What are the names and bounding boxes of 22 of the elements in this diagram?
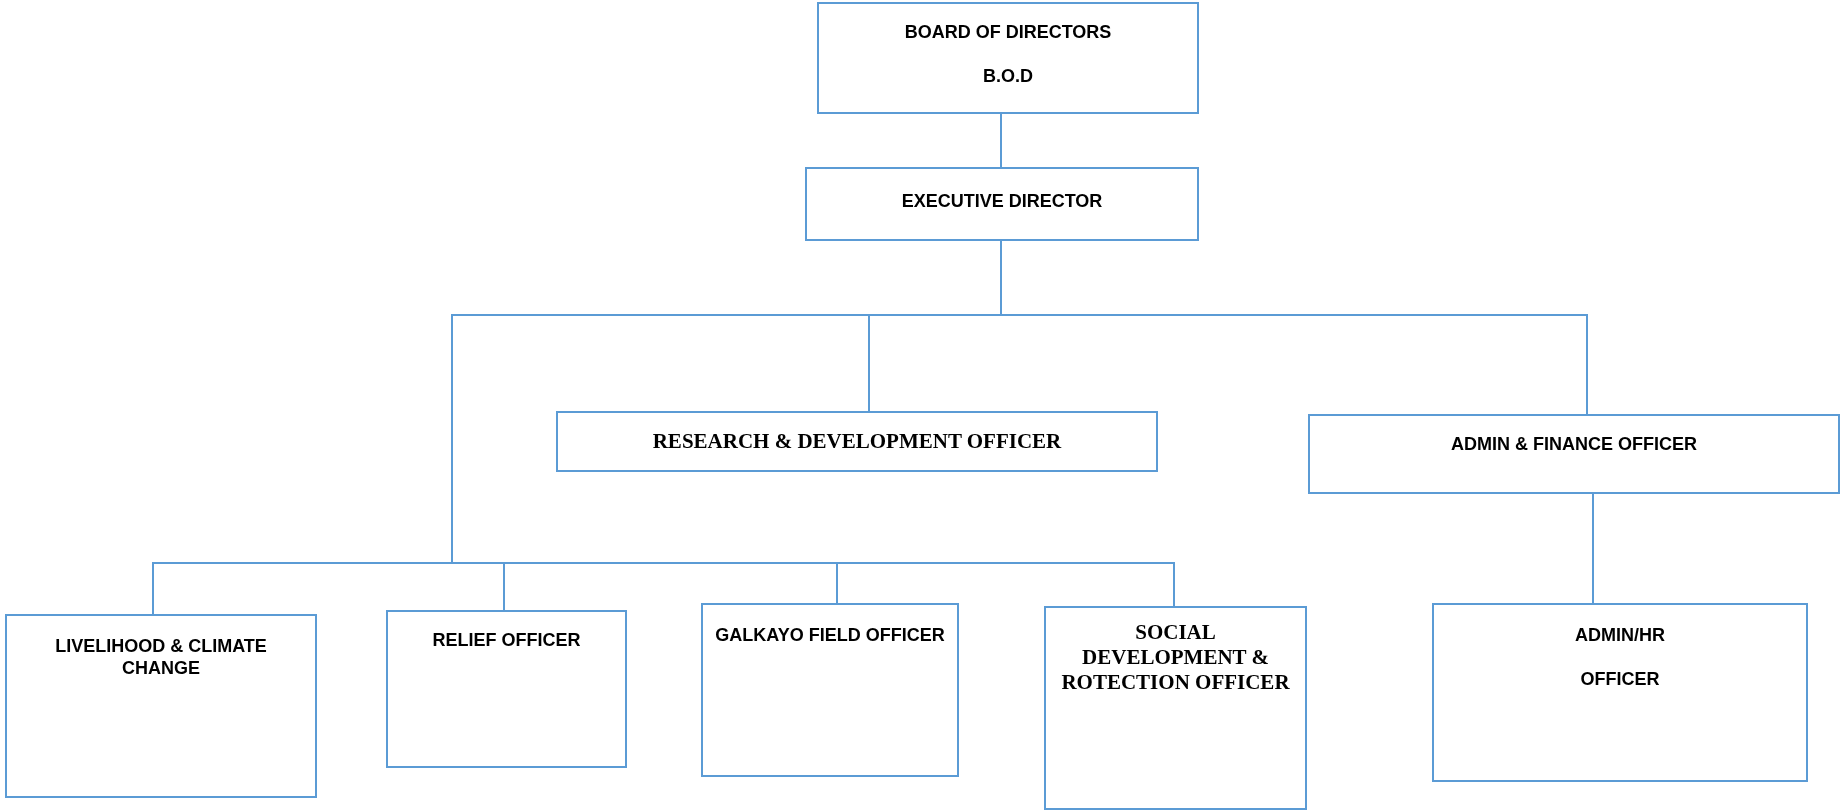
role-title: GALKAYO FIELD OFFICER [715, 625, 945, 647]
org-box [1432, 603, 1808, 782]
org-box [805, 167, 1199, 241]
org-box [556, 411, 1158, 472]
role-title: LIVELIHOOD & CLIMATE CHANGE [54, 636, 268, 680]
org-box [817, 2, 1199, 114]
role-title: ADMIN & FINANCE OFFICER [1451, 434, 1697, 456]
connector-line [1000, 113, 1002, 168]
org-box [386, 610, 627, 768]
role-title: SOCIAL DEVELOPMENT & ROTECTION OFFICER [1060, 620, 1291, 696]
role-title: OFFICER [1580, 668, 1660, 691]
connector-line [1592, 493, 1594, 604]
org-box [701, 603, 959, 777]
role-title: RELIEF OFFICER [432, 630, 581, 652]
org-box [1044, 606, 1307, 810]
org-box [1308, 414, 1840, 494]
role-title: RESEARCH & DEVELOPMENT OFFICER [652, 429, 1062, 455]
role-title: B.O.D [983, 65, 1033, 88]
org-box [5, 614, 317, 798]
role-title: ADMIN/HR [1575, 625, 1665, 647]
role-title: EXECUTIVE DIRECTOR [901, 191, 1103, 213]
role-title: BOARD OF DIRECTORS [904, 22, 1112, 44]
